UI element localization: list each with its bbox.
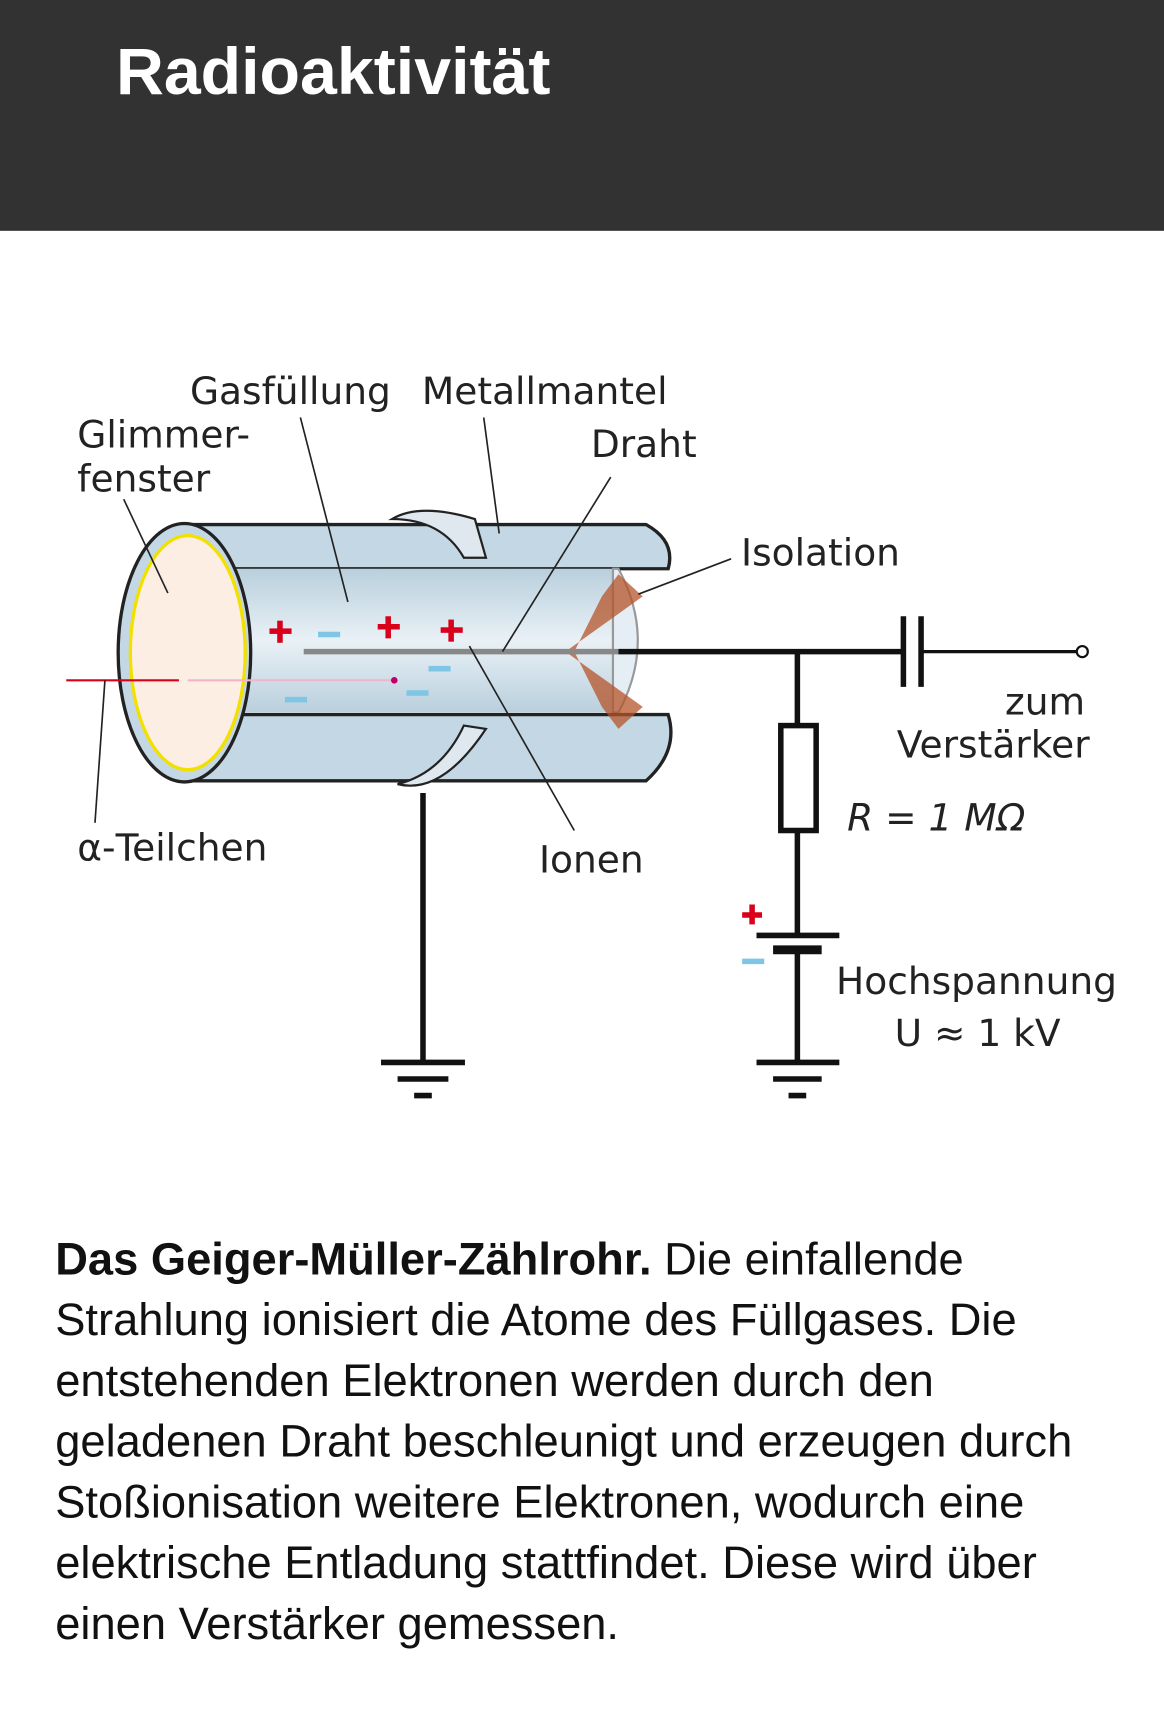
label-draht: Draht bbox=[591, 422, 697, 466]
label-alpha: α-Teilchen bbox=[77, 825, 267, 869]
label-ionen: Ionen bbox=[539, 837, 644, 881]
label-verstaerker: Verstärker bbox=[897, 723, 1090, 767]
label-hochspannung: Hochspannung bbox=[836, 959, 1117, 1003]
label-resistor: R = 1 MΩ bbox=[847, 796, 1026, 840]
label-fenster: fenster bbox=[77, 456, 210, 500]
output-terminal bbox=[1075, 644, 1089, 659]
resistor bbox=[778, 722, 819, 834]
mica-window bbox=[128, 533, 247, 772]
insulation bbox=[565, 574, 643, 729]
label-voltage: U ≈ 1 kV bbox=[895, 1011, 1061, 1055]
figure-caption: Das Geiger-Müller-Zählrohr. Die einfalle… bbox=[55, 1229, 1137, 1654]
positive-ions bbox=[269, 616, 463, 643]
label-zum: zum bbox=[1005, 680, 1085, 724]
circuit bbox=[381, 616, 1077, 1099]
label-metallmantel: Metallmantel bbox=[422, 369, 668, 413]
label-glimmer: Glimmer- bbox=[77, 412, 250, 456]
label-gasfuellung: Gasfüllung bbox=[190, 369, 391, 413]
page-title: Radioaktivität bbox=[115, 34, 551, 109]
geiger-mueller-diagram: Gasfüllung Metallmantel Glimmer- fenster… bbox=[66, 369, 1117, 1099]
counter-tube bbox=[66, 509, 673, 787]
leader-lines bbox=[94, 417, 732, 831]
label-isolation: Isolation bbox=[741, 530, 900, 574]
caption-title: Das Geiger-Müller-Zählrohr. bbox=[55, 1233, 652, 1285]
electrons bbox=[284, 631, 451, 703]
caption-text: Die einfallende Strahlung ionisiert die … bbox=[55, 1233, 1073, 1649]
page-header: Radioaktivität bbox=[0, 0, 1164, 231]
